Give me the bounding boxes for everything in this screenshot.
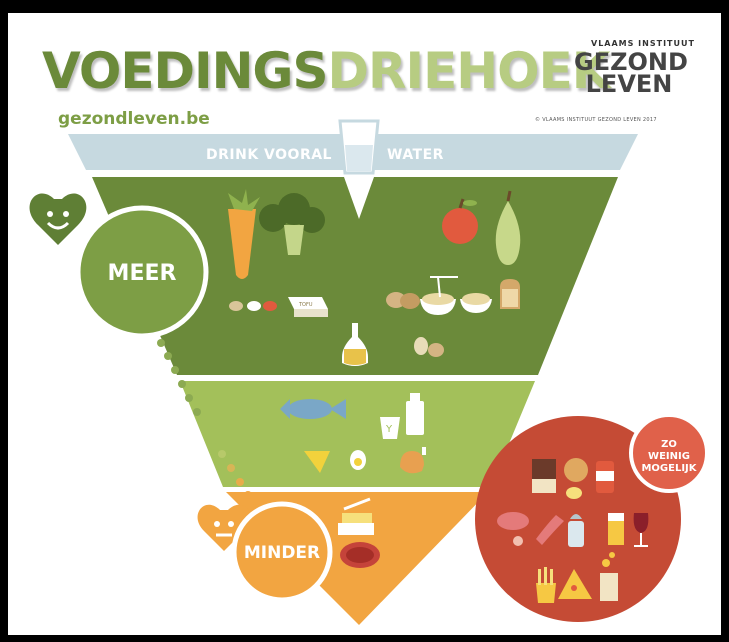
cheese-icon <box>304 451 330 473</box>
water-label-right: WATER <box>387 147 444 163</box>
milk-icon <box>406 393 424 435</box>
neutral-heart-icon <box>197 504 251 551</box>
beer-icon <box>608 513 624 545</box>
chicken-leg-icon <box>400 447 426 474</box>
wine-glass-icon <box>633 513 649 547</box>
brand-institute: VLAAMS INSTITUUT <box>591 39 695 48</box>
salt-shaker-icon <box>568 514 584 547</box>
tofu-icon: TOFU <box>288 297 328 317</box>
dotted-path <box>157 339 260 512</box>
brand-line-leven: LEVEN <box>585 70 673 98</box>
bacon-icon <box>536 515 564 545</box>
less-label: MINDER <box>243 543 321 563</box>
yogurt-icon: Y <box>380 417 400 439</box>
as-little-label: ZO WEINIG MOGELIJK <box>641 439 697 474</box>
nuts-icon <box>386 292 420 309</box>
chocolate-icon <box>532 459 556 493</box>
water-label-left: DRINK VOORAL <box>206 147 332 163</box>
candy-icon <box>566 487 582 499</box>
svg-text:Y: Y <box>385 424 393 435</box>
egg-icon <box>350 450 366 470</box>
oil-bottle-icon <box>342 323 368 366</box>
soda-can-icon <box>596 461 614 493</box>
happy-heart-icon <box>29 193 87 245</box>
nuts-small-icon <box>414 337 444 357</box>
poster-title: VOEDINGSDRIEHOEK <box>42 41 611 101</box>
tofu-label: TOFU <box>298 302 313 308</box>
pasta-bowl-icon <box>420 276 458 315</box>
title-part-2: DRIEHOEK <box>327 42 610 100</box>
sausage-icon <box>497 512 529 546</box>
more-label: MEER <box>107 261 177 286</box>
chips-icon <box>600 552 618 601</box>
more-badge <box>75 205 209 339</box>
steak-icon <box>340 542 380 568</box>
fish-icon <box>280 399 346 419</box>
zone-more <box>92 177 618 375</box>
brand-line-gezond: GEZOND <box>574 48 688 76</box>
apple-icon <box>442 198 478 244</box>
fries-icon <box>536 567 556 603</box>
website-link[interactable]: gezondleven.be <box>58 109 210 129</box>
broccoli-icon <box>259 193 325 255</box>
beans-icon <box>229 301 277 311</box>
food-pyramid-poster: VOEDINGSDRIEHOEK VLAAMS INSTITUUT GEZOND… <box>8 13 721 635</box>
grain-bowl-icon <box>460 293 492 313</box>
butter-icon <box>338 497 374 535</box>
pizza-icon <box>558 569 592 599</box>
title-part-1: VOEDINGS <box>42 42 328 100</box>
zone-middle <box>180 381 535 487</box>
less-badge <box>231 501 333 603</box>
pear-icon <box>495 190 521 265</box>
cookie-icon <box>564 458 588 482</box>
copyright-notice: © VLAAMS INSTITUUT GEZOND LEVEN 2017 <box>535 117 657 123</box>
as-little-badge <box>629 413 709 493</box>
brand-logo: GEZOND LEVEN <box>574 48 688 98</box>
carrot-icon <box>228 189 260 279</box>
bread-icon <box>500 279 520 309</box>
pyramid-graphic: TOFU <box>29 119 709 625</box>
